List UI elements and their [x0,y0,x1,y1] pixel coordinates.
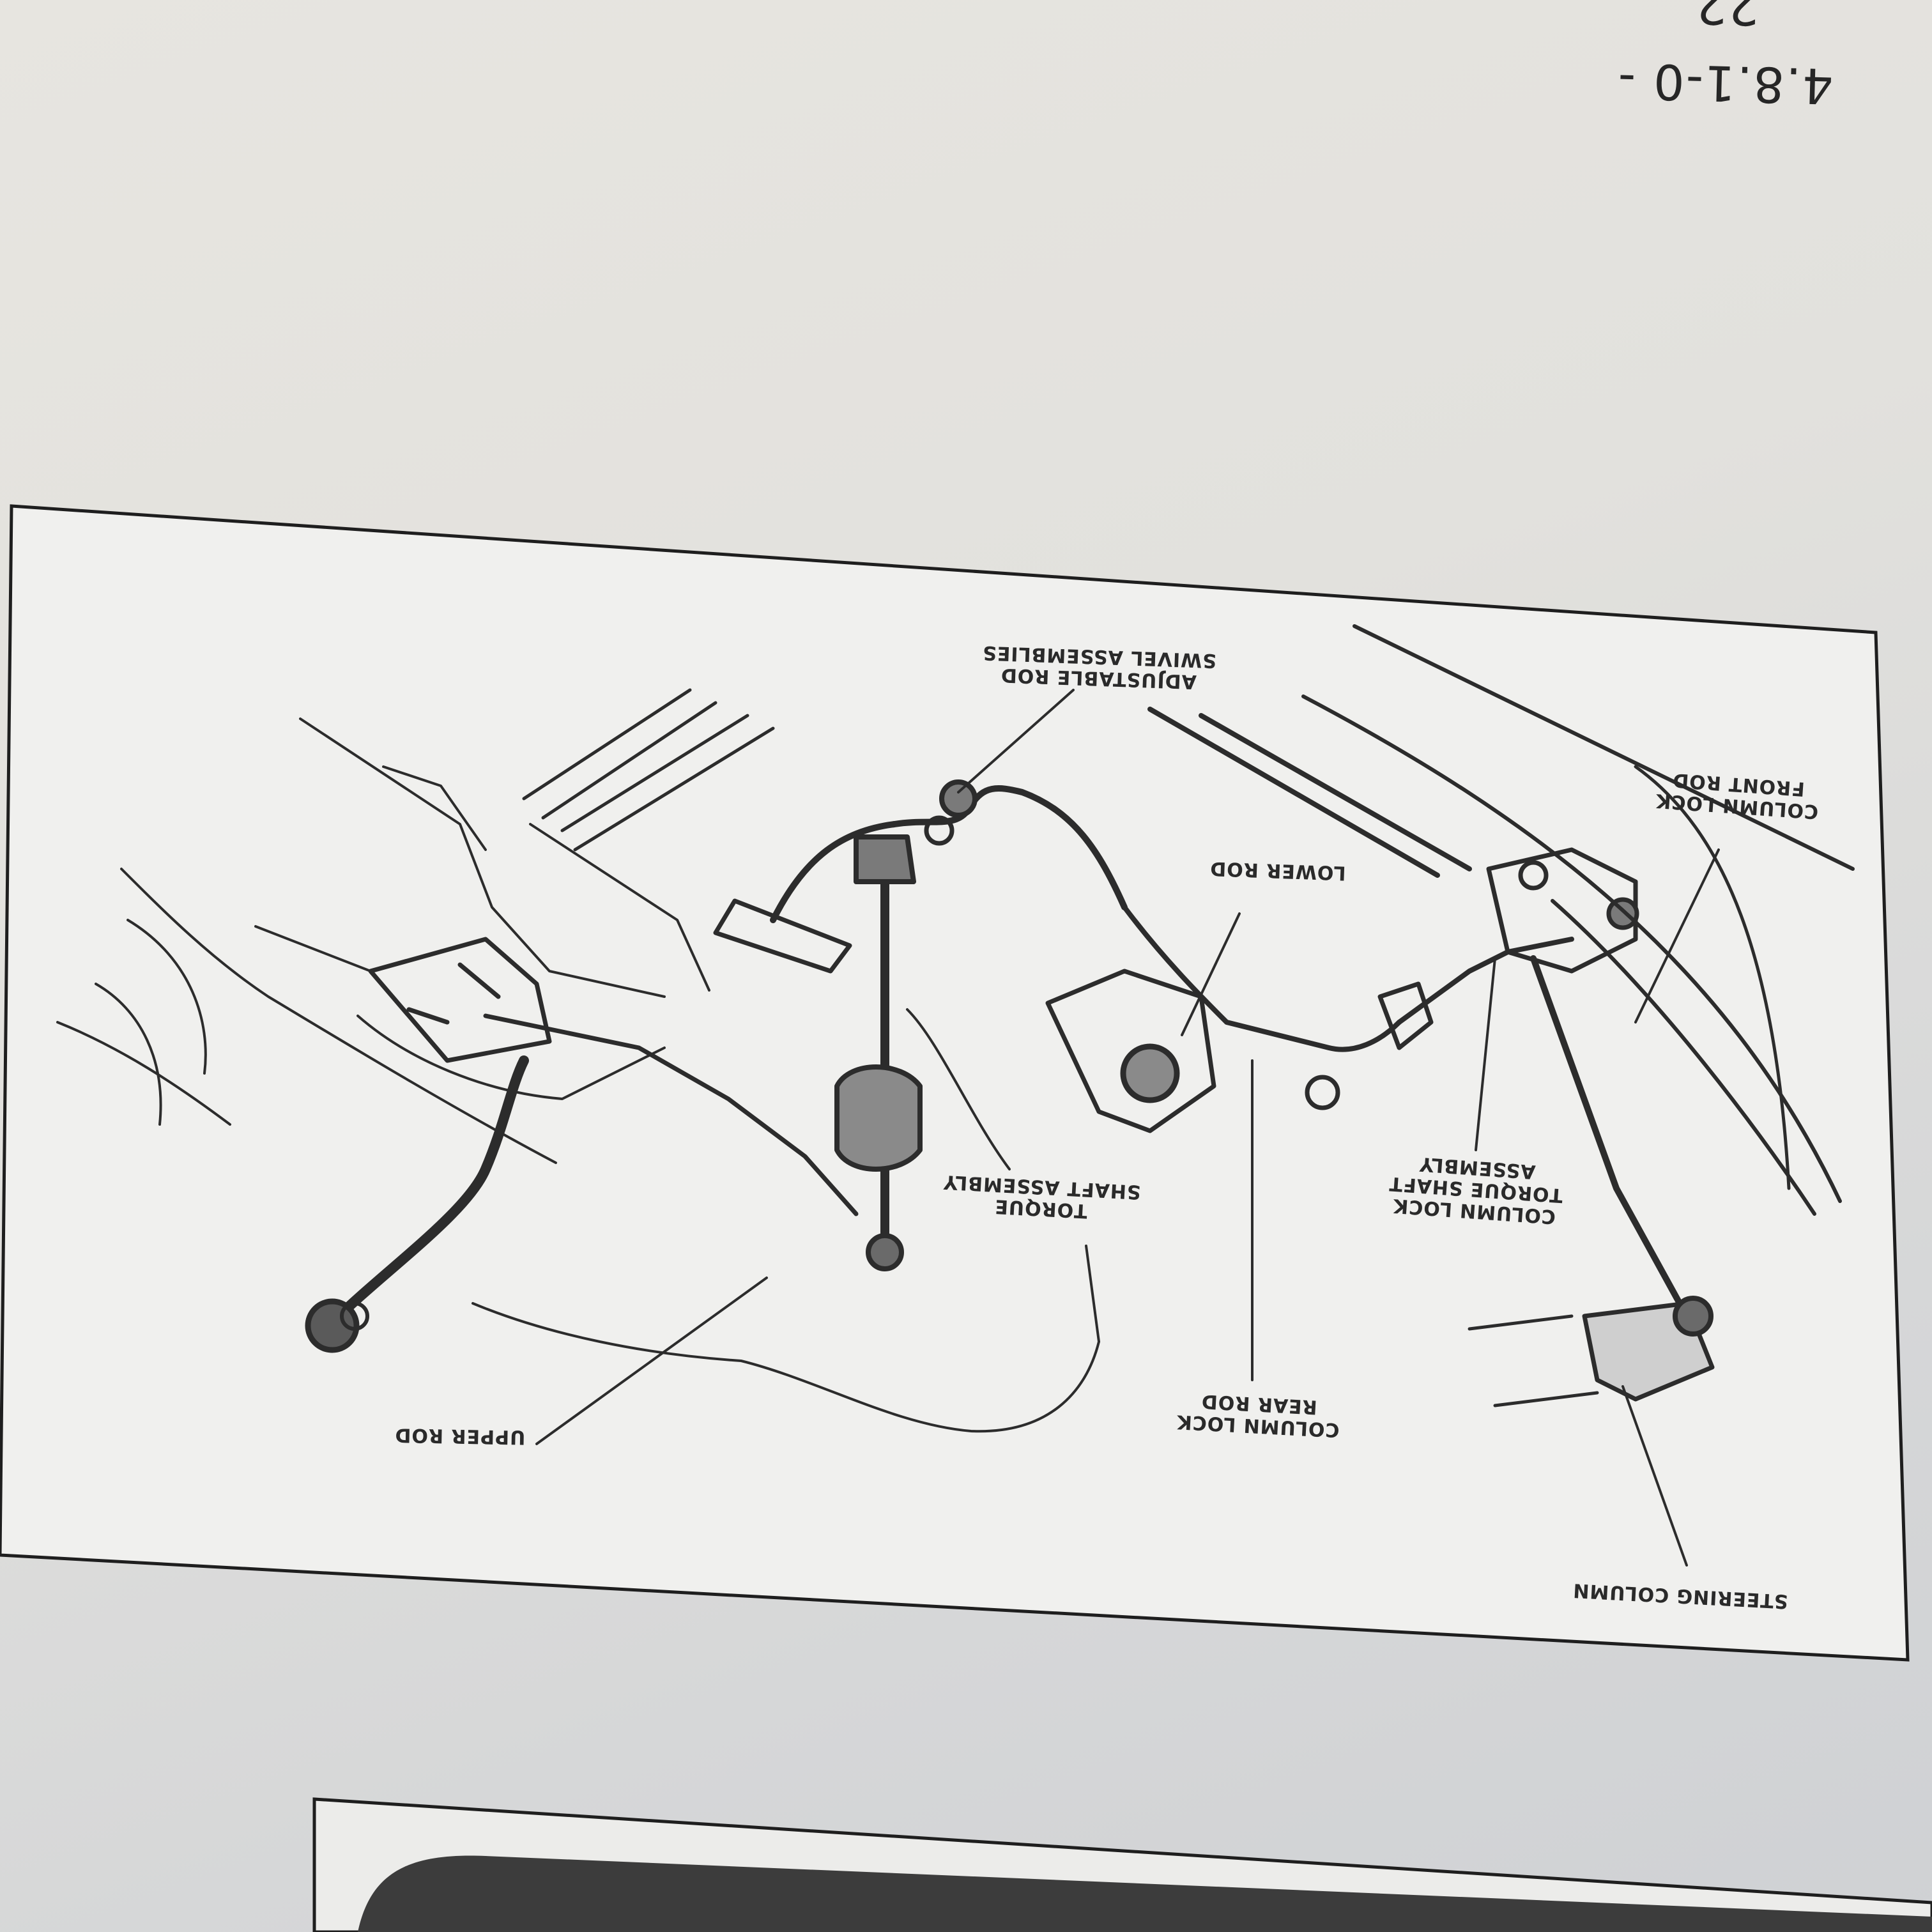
upper-rod-end [305,1298,360,1353]
floor-curves [56,868,557,1164]
lower-rod [1122,905,1402,1052]
upper-rod [327,1055,529,1328]
column-lock-torque-shaft [1397,937,1574,1025]
column-lock-front-rod [1147,707,1472,878]
leader-front-rod [1634,848,1720,1023]
next-figure-photo [358,1855,1932,1932]
leader-steering-column [1621,1385,1688,1567]
body-rails [522,688,775,852]
leader-upper-rod [535,1276,768,1445]
label-line: UPPER ROD [394,1423,526,1448]
leader-torque-shaft [906,1008,1011,1170]
leader-torque-bottom [1085,1245,1100,1343]
body-panel-lines [299,717,710,998]
figure-frame [0,504,1910,1662]
leader-column-lock-torque-shaft [1475,957,1496,1151]
leader-lower-rod [1181,912,1241,1036]
lower-rod-bracket [1045,969,1216,1133]
floor-bottom-curve [471,1302,1100,1433]
leader-adjustable-rod [957,689,1075,793]
left-bracket [368,937,552,1063]
label-adjustable-rod-swivel-assemblies: ADJUSTABLE ROD SWIVEL ASSEMBLIES [958,640,1240,693]
steering-column-rod [1530,955,1690,1319]
column-lock-front-bracket [1486,847,1638,974]
label-upper-rod: UPPER ROD [371,1423,550,1448]
